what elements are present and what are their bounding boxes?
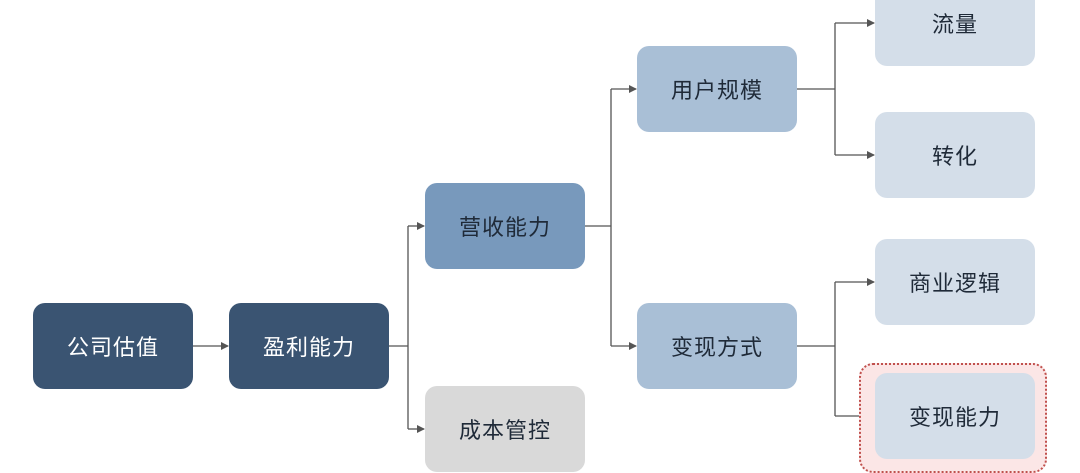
node-business-logic: 商业逻辑: [875, 239, 1035, 325]
connector-lines: [193, 19, 875, 433]
node-valuation: 公司估值: [33, 303, 193, 389]
node-traffic: 流量: [875, 0, 1035, 66]
connector-users-trunk: [797, 23, 836, 155]
node-conversion: 转化: [875, 112, 1035, 198]
connector-revenue-trunk: [585, 89, 612, 346]
node-monetization: 变现方式: [637, 303, 797, 389]
connector-profitability-trunk: [389, 226, 409, 429]
node-cost-control: 成本管控: [425, 386, 585, 472]
node-monetization-ability: 变现能力: [875, 373, 1035, 459]
node-profitability: 盈利能力: [229, 303, 389, 389]
connector-monetization-trunk: [797, 282, 836, 416]
node-revenue-ability: 营收能力: [425, 183, 585, 269]
node-user-scale: 用户规模: [637, 46, 797, 132]
